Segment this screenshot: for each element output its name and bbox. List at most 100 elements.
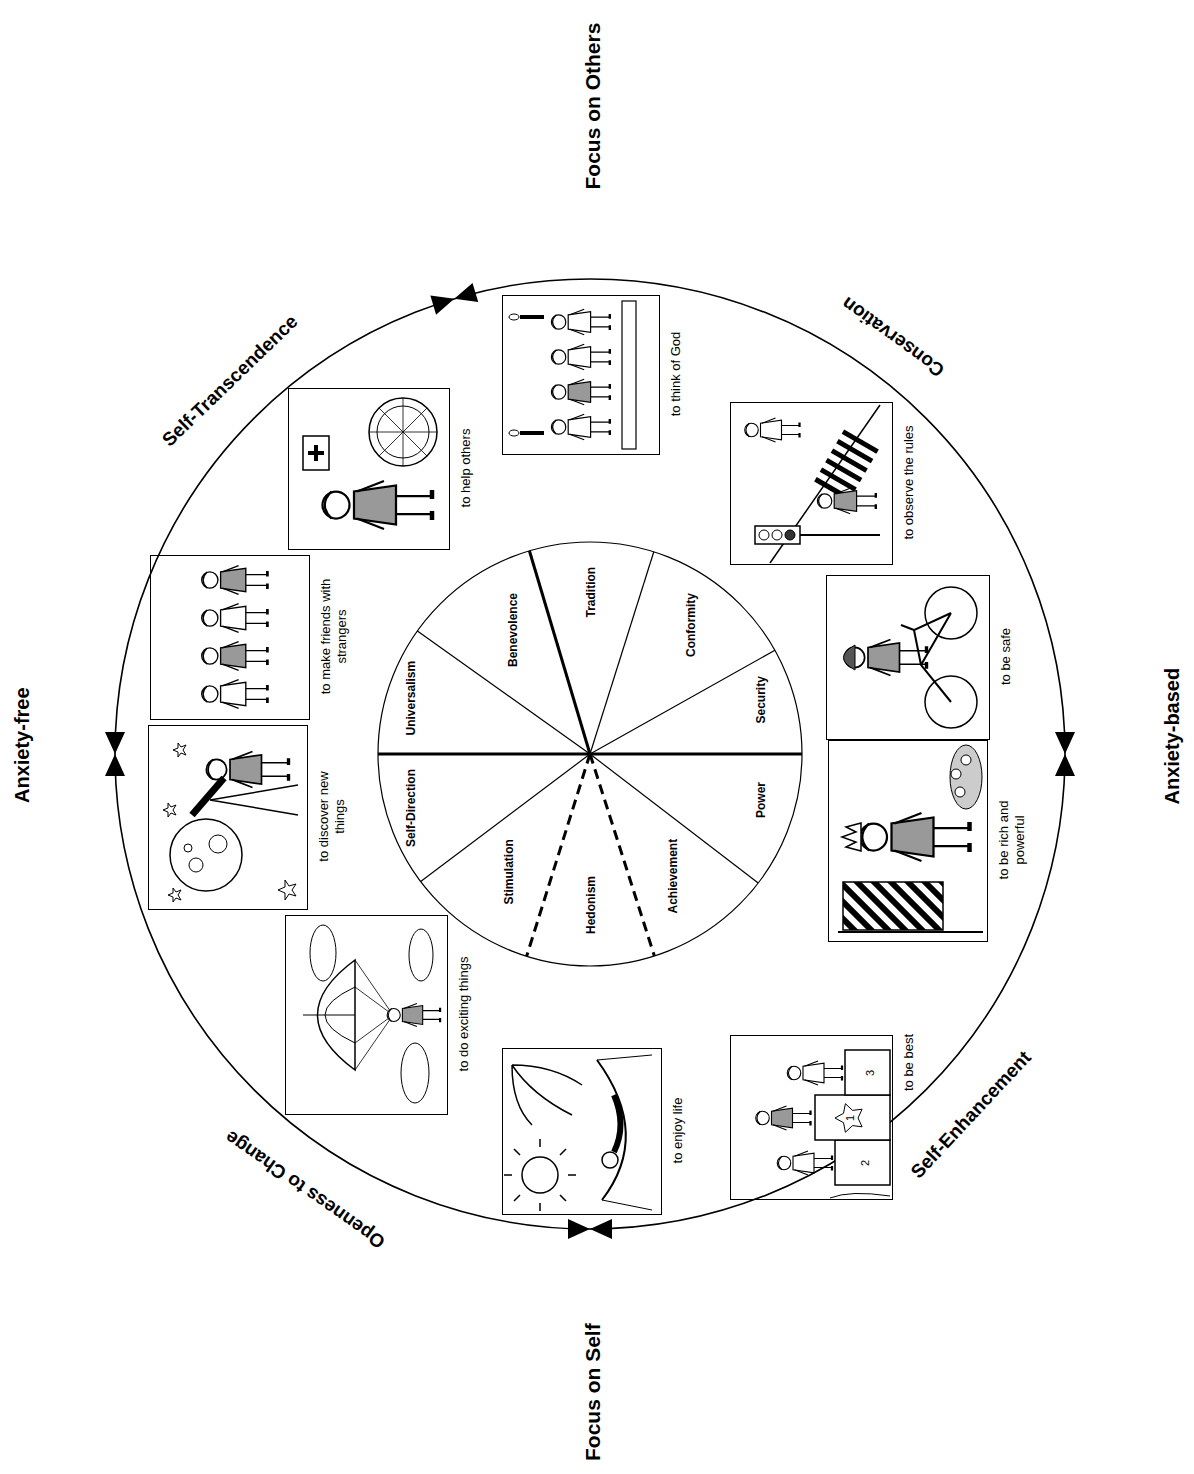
crossing-illustration-part	[745, 418, 800, 442]
king-illustration-part	[842, 823, 861, 851]
picture-frame: to do exciting things	[285, 915, 448, 1115]
dimension-label: Self-Transcendence	[158, 311, 302, 451]
dimension-label: Focus on Self	[581, 1323, 604, 1461]
parachute-illustration-part	[387, 1003, 440, 1026]
dimension-label: Self-Enhancement	[907, 1047, 1035, 1182]
value-name: Universalism	[404, 661, 418, 736]
values-pie-part	[378, 542, 802, 966]
discovery-illustration-part	[209, 835, 227, 853]
discovery-illustration	[163, 743, 298, 902]
values-pie-part	[417, 631, 590, 754]
value-wedge: Conformity	[679, 590, 701, 660]
prayer-illustration-part	[509, 314, 519, 320]
parachute-illustration-part	[409, 929, 433, 981]
king-illustration-part	[860, 813, 970, 861]
relaxing-illustration	[504, 1055, 652, 1211]
bicycle-illustration-part	[901, 613, 951, 702]
podium-illustration	[756, 1050, 890, 1198]
rank-number: 3	[865, 1070, 876, 1076]
relaxing-illustration-part	[614, 1095, 621, 1152]
king-illustration-part	[955, 787, 965, 797]
values-pie-part	[590, 754, 654, 956]
king-illustration-part	[950, 745, 982, 809]
bicycle-illustration-part	[844, 640, 926, 676]
value-wedge: Achievement	[661, 836, 683, 917]
crossing-illustration-part-part	[820, 468, 857, 492]
relaxing-illustration-part	[504, 1139, 576, 1211]
value-name: Achievement	[666, 839, 680, 914]
values-pie-part	[527, 754, 590, 956]
picture-caption: to think of God	[668, 309, 684, 439]
picture-frame: to be best	[730, 1035, 893, 1200]
value-wedge: Benevolence	[501, 590, 523, 670]
value-wedge: Universalism	[399, 658, 421, 739]
podium-illustration-part	[777, 1151, 832, 1175]
king-illustration-part	[838, 931, 983, 933]
values-pie-part	[590, 650, 775, 754]
bicycle-illustration	[844, 587, 978, 728]
discovery-illustration-part	[184, 844, 192, 852]
picture-caption: to help others	[458, 403, 474, 533]
bicycle-illustration-part	[844, 645, 856, 670]
value-name: Benevolence	[506, 593, 520, 667]
picture-frame: to be safe	[826, 575, 990, 740]
circle-markers	[105, 283, 1075, 1239]
king-illustration-part	[951, 769, 961, 779]
circle-markers-part	[430, 283, 478, 315]
outer-circle	[115, 279, 1065, 1229]
value-wedge: Self-Direction	[399, 766, 421, 850]
value-wedge: Hedonism	[579, 873, 601, 937]
podium-illustration-part	[815, 1095, 890, 1140]
discovery-illustration-part	[210, 785, 298, 815]
picture-frame: to help others	[288, 388, 450, 550]
crossing-illustration-part	[759, 530, 769, 540]
value-name: Self-Direction	[404, 769, 418, 847]
relaxing-illustration-part	[597, 1060, 626, 1200]
king-illustration-part	[961, 755, 971, 765]
picture-caption: to make friends with strangers	[318, 567, 349, 707]
dimension-label: Openness to Change	[221, 1126, 389, 1252]
crossing-illustration-part	[785, 530, 795, 540]
picture-caption: to observe the rules	[901, 408, 917, 558]
king-illustration-part	[843, 882, 943, 930]
king-illustration	[838, 745, 983, 932]
rank-number: 1	[845, 1115, 856, 1121]
picture-caption: to be safe	[998, 607, 1014, 707]
dimension-label: Focus on Others	[581, 23, 604, 190]
friends-illustration-part	[202, 680, 268, 709]
outer-circle-part	[115, 279, 1065, 1229]
crossing-illustration-part-part	[842, 429, 879, 453]
picture-caption: to be best	[901, 1018, 917, 1108]
picture-caption: to be rich and powerful	[996, 788, 1027, 893]
value-wedge: Power	[749, 779, 771, 821]
dimension-label: Anxiety-based	[1161, 668, 1183, 805]
crossing-illustration-part-part	[836, 439, 873, 463]
crossing-illustration-part	[817, 488, 875, 514]
dimension-label: Conservation	[838, 293, 949, 381]
friends-illustration-part	[202, 642, 268, 671]
helping-illustration-part	[323, 481, 433, 529]
circle-markers-part	[568, 1219, 612, 1239]
discovery-illustration-part	[189, 858, 203, 872]
picture-frame: to make friends with strangers	[150, 555, 310, 720]
value-name: Hedonism	[584, 876, 598, 934]
helping-illustration-part	[369, 398, 437, 466]
helping-illustration	[303, 398, 437, 529]
podium-illustration-part	[835, 1104, 862, 1133]
value-name: Power	[754, 782, 768, 818]
podium-illustration-part	[756, 1106, 811, 1130]
helping-illustration-part	[303, 436, 329, 470]
podium-illustration-part	[835, 1140, 890, 1185]
prayer-illustration-part	[551, 344, 609, 370]
helping-illustration-part	[369, 398, 437, 466]
value-name: Tradition	[584, 567, 598, 618]
relaxing-illustration-part	[597, 1055, 652, 1210]
discovery-illustration-part	[170, 819, 242, 891]
prayer-illustration-part	[520, 317, 544, 433]
discovery-illustration-part	[163, 743, 296, 902]
prayer-illustration-part	[551, 379, 609, 405]
